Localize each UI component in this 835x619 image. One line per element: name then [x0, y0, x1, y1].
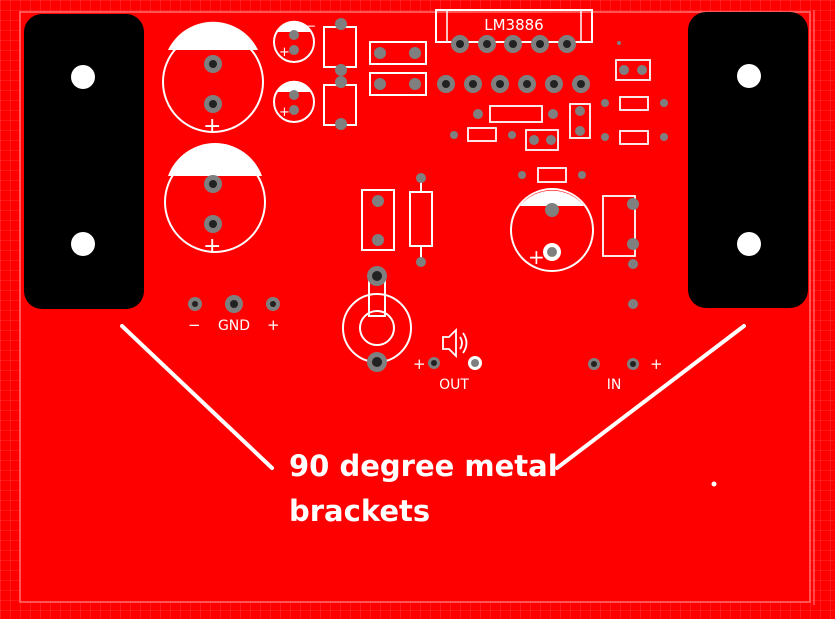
film-capacitor-a	[323, 18, 357, 76]
board-outline	[19, 11, 811, 603]
chip-pins-row-top	[451, 35, 576, 53]
output-inductor	[342, 266, 412, 372]
stray-mark	[711, 481, 717, 487]
small-capacitor-top-minus: −	[306, 19, 316, 33]
output-capacitor-plus: +	[528, 245, 545, 269]
chip-pins-row-bottom	[437, 75, 590, 93]
input-plus-label: +	[650, 355, 663, 373]
output-capacitor	[510, 188, 594, 272]
output-pads	[428, 356, 482, 370]
big-capacitor-top	[162, 21, 264, 133]
right-mounting-bracket	[688, 12, 808, 308]
power-gnd-label: GND	[218, 318, 250, 334]
small-capacitor-middle	[273, 80, 315, 123]
right-bracket-hole-bottom	[737, 232, 761, 256]
small-capacitor-middle-plus: +	[279, 105, 290, 120]
chip-label: LM3886	[484, 16, 543, 34]
resistor-pair-upper	[369, 41, 427, 65]
annotation-line-2: brackets	[289, 494, 430, 528]
right-terminal-block	[627, 198, 639, 309]
big-capacitor-bottom	[164, 143, 266, 253]
input-pads	[588, 358, 639, 370]
center-resistor-block	[361, 173, 433, 267]
film-capacitor-b	[323, 76, 357, 130]
output-label: OUT	[439, 377, 469, 393]
speaker-icon	[442, 327, 468, 359]
annotation-line-1: 90 degree metal	[289, 449, 558, 483]
small-capacitor-top	[273, 20, 315, 63]
annotation-pointer-right	[555, 324, 746, 470]
big-capacitor-bottom-plus: +	[203, 234, 221, 259]
small-component-pads	[450, 41, 668, 179]
power-minus-label: −	[188, 316, 201, 334]
output-plus-label: +	[413, 355, 426, 373]
left-bracket-hole-top	[71, 65, 95, 89]
board-copper-pour	[20, 12, 810, 602]
left-bracket-hole-bottom	[71, 232, 95, 256]
big-capacitor-top-plus: +	[203, 114, 221, 139]
small-components-cluster	[467, 59, 651, 257]
power-header-pads	[188, 295, 280, 313]
resistor-pair-lower	[369, 72, 427, 96]
right-bracket-hole-top	[737, 64, 761, 88]
input-label: IN	[607, 377, 622, 393]
annotation-pointer-left	[120, 324, 274, 470]
left-mounting-bracket	[24, 14, 144, 309]
small-capacitor-top-plus: +	[279, 45, 290, 60]
power-plus-label: +	[267, 316, 280, 334]
